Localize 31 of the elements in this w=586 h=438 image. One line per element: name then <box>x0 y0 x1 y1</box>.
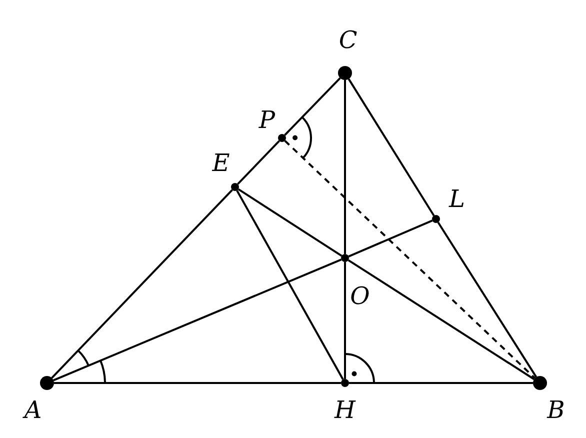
point-label: L <box>449 186 465 212</box>
point-dot <box>341 379 349 387</box>
line-segment <box>238 188 342 257</box>
point-dot <box>40 376 54 390</box>
point-label: H <box>334 397 356 423</box>
point-dot <box>432 215 440 223</box>
line-segment <box>236 190 344 380</box>
line-segment <box>237 140 280 185</box>
line-segment <box>348 220 433 258</box>
line-segment <box>344 262 346 379</box>
line-segment <box>51 189 233 379</box>
point-label: B <box>547 397 565 423</box>
point-dot <box>338 66 352 80</box>
line-segment <box>348 259 535 380</box>
dashed-line <box>284 140 536 379</box>
point-dot <box>278 134 286 142</box>
line-segment <box>437 222 538 378</box>
line-segment <box>348 78 435 216</box>
line-segment <box>344 80 346 254</box>
point-label: P <box>258 107 276 133</box>
point-label: C <box>338 27 358 53</box>
point-label: O <box>350 283 370 309</box>
line-segment <box>349 382 533 384</box>
point-dot <box>341 254 349 262</box>
line-segment <box>54 382 341 384</box>
point-label: A <box>24 397 42 423</box>
line-segment <box>53 258 342 382</box>
point-label: E <box>212 150 230 176</box>
point-dot <box>533 376 547 390</box>
line-segment <box>284 77 341 136</box>
point-dot <box>231 183 239 191</box>
